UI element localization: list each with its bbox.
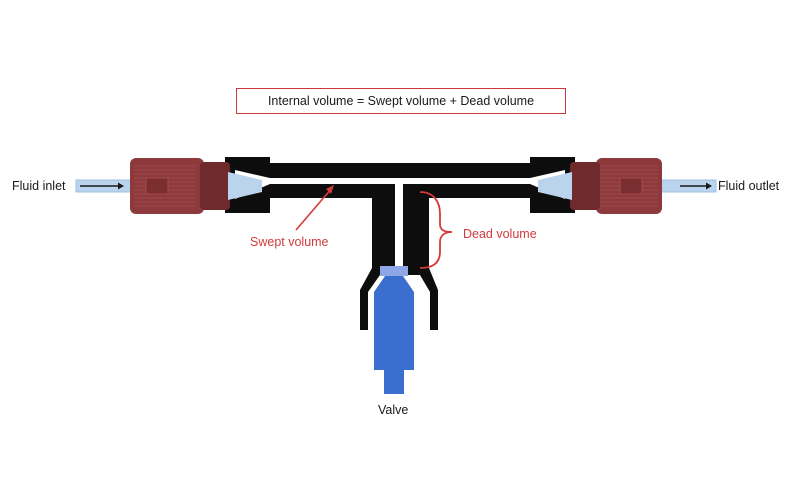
equation-text: Internal volume = Swept volume + Dead vo…: [267, 94, 535, 108]
fluid-outlet-label: Fluid outlet: [718, 179, 780, 193]
outlet-fitting: [538, 158, 662, 214]
swept-volume-pointer: [295, 185, 334, 231]
dead-volume-label: Dead volume: [463, 227, 537, 241]
tee-body: [225, 157, 575, 330]
inlet-tubing: [75, 179, 135, 193]
outlet-tubing: [657, 179, 717, 193]
dead-volume-brace: [419, 191, 453, 269]
equation-box: Internal volume = Swept volume + Dead vo…: [236, 88, 566, 114]
valve: [374, 266, 414, 394]
swept-volume-label: Swept volume: [250, 235, 329, 249]
inlet-fitting: [130, 158, 262, 214]
valve-label: Valve: [378, 403, 409, 417]
fluid-inlet-label: Fluid inlet: [12, 179, 66, 193]
